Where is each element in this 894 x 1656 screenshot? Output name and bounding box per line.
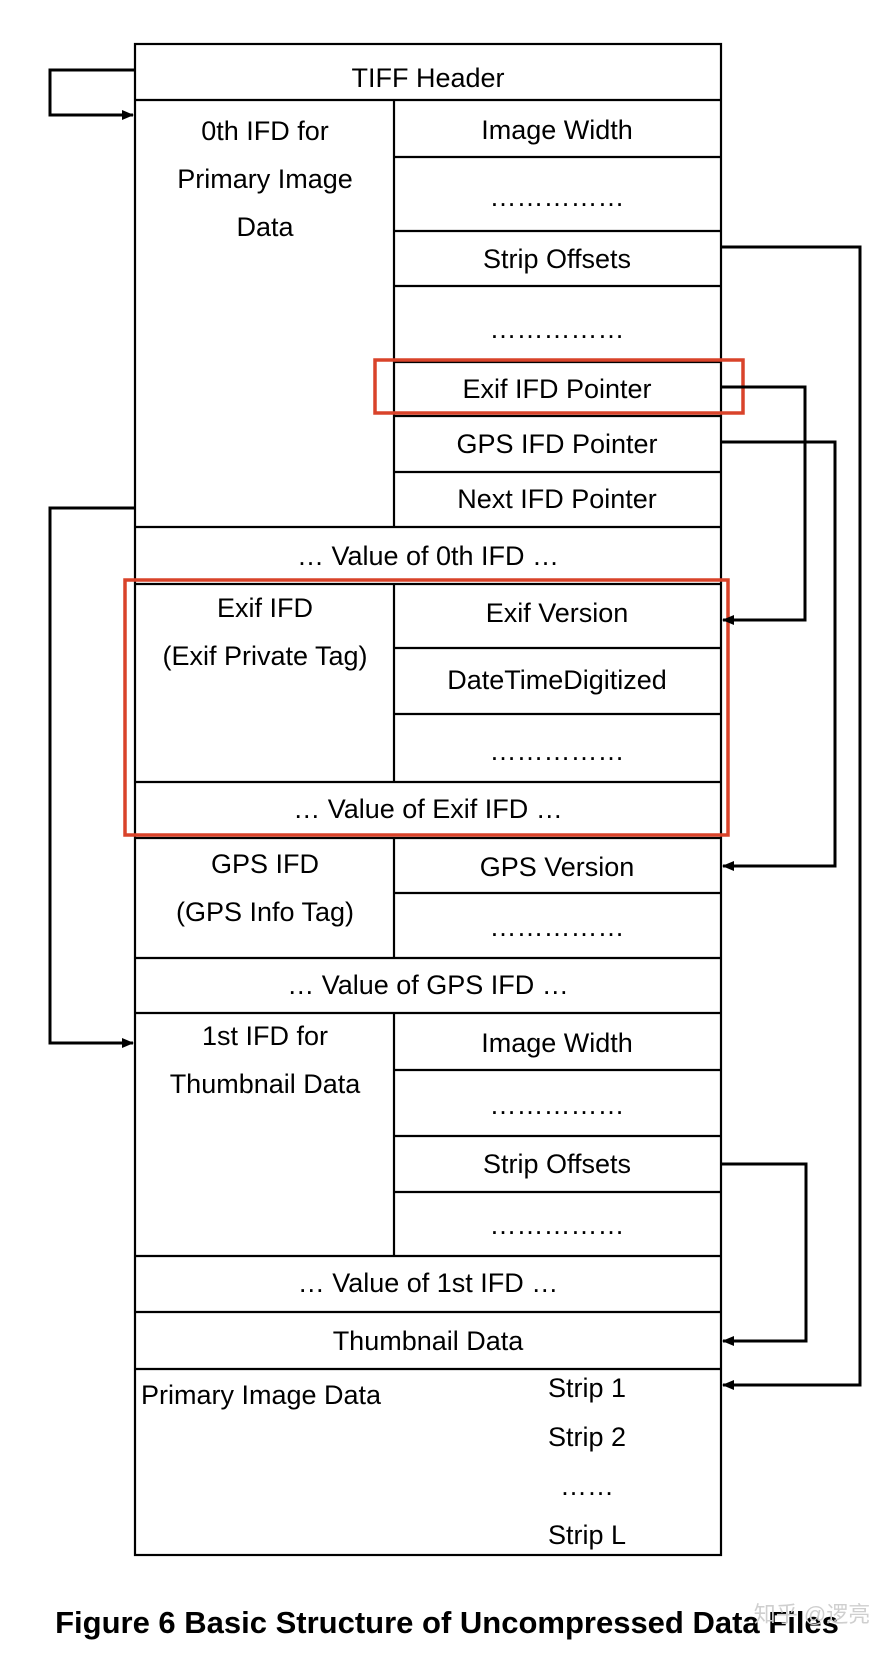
- gps-ifd-label-line-2: (GPS Info Tag): [176, 897, 354, 927]
- section-dividers: [135, 98, 721, 1371]
- figure-caption: Figure 6 Basic Structure of Uncompressed…: [55, 1605, 839, 1640]
- strip-l-label: Strip L: [548, 1520, 626, 1550]
- ifd0-field-ellipsis-2: ……………: [490, 314, 625, 344]
- gps-field-gps-version: GPS Version: [480, 852, 635, 882]
- strip-1-label: Strip 1: [548, 1373, 626, 1403]
- ifd1-field-ellipsis-1: ……………: [490, 1090, 625, 1120]
- watermark: 知乎 @逻亮: [754, 1602, 870, 1627]
- arrow-exif-pointer-to-exif-ifd: [721, 385, 807, 625]
- strip-2-label: Strip 2: [548, 1422, 626, 1452]
- arrow-tiff-header-to-ifd0: [48, 68, 135, 120]
- ifd0-field-strip-offsets: Strip Offsets: [483, 244, 631, 274]
- gps-ifd-label-line-1: GPS IFD: [211, 849, 319, 879]
- ifd0-field-next-ifd-pointer: Next IFD Pointer: [457, 484, 657, 514]
- thumbnail-data-label: Thumbnail Data: [333, 1326, 525, 1356]
- ifd1-field-ellipsis-2: ……………: [490, 1210, 625, 1240]
- ifd1-label-line-2: Thumbnail Data: [170, 1069, 362, 1099]
- exif-field-datetime-digitized: DateTimeDigitized: [447, 665, 667, 695]
- ifd1-label-line-1: 1st IFD for: [202, 1021, 328, 1051]
- value-of-gps-ifd: … Value of GPS IFD …: [287, 970, 569, 1000]
- outer-frame: [133, 42, 723, 1557]
- gps-field-ellipsis: ……………: [490, 912, 625, 942]
- ifd0-label-line-3: Data: [236, 212, 294, 242]
- arrow-thumb-strip-offsets-to-thumbnail: [721, 1162, 808, 1346]
- ifd0-label-line-1: 0th IFD for: [201, 116, 329, 146]
- ifd0-field-image-width: Image Width: [481, 115, 633, 145]
- arrow-next-ifd-to-ifd1: [48, 506, 135, 1048]
- exif-field-ellipsis: ……………: [490, 736, 625, 766]
- ifd0-label-line-2: Primary Image: [177, 164, 353, 194]
- strip-ellipsis: ……: [560, 1471, 614, 1501]
- arrow-strip-offsets-to-primary-data: [721, 245, 862, 1390]
- ifd0-field-gps-ifd-pointer: GPS IFD Pointer: [456, 429, 657, 459]
- value-of-0th-ifd: … Value of 0th IFD …: [297, 541, 559, 571]
- field-row-dividers: [394, 155, 721, 1194]
- value-of-exif-ifd: … Value of Exif IFD …: [293, 794, 563, 824]
- arrow-gps-pointer-to-gps-ifd: [721, 440, 837, 871]
- tiff-header-label: TIFF Header: [351, 63, 504, 93]
- ifd0-field-exif-ifd-pointer: Exif IFD Pointer: [462, 374, 651, 404]
- exif-ifd-section-highlight: [123, 578, 730, 837]
- ifd1-field-image-width: Image Width: [481, 1028, 633, 1058]
- pointer-arrows: [48, 68, 862, 1390]
- exif-ifd-label-line-1: Exif IFD: [217, 593, 313, 623]
- value-of-1st-ifd: … Value of 1st IFD …: [298, 1268, 559, 1298]
- ifd1-field-strip-offsets: Strip Offsets: [483, 1149, 631, 1179]
- primary-image-data-label: Primary Image Data: [141, 1380, 382, 1410]
- ifd0-field-ellipsis-1: ……………: [490, 182, 625, 212]
- exif-ifd-label-line-2: (Exif Private Tag): [162, 641, 367, 671]
- exif-field-exif-version: Exif Version: [486, 598, 629, 628]
